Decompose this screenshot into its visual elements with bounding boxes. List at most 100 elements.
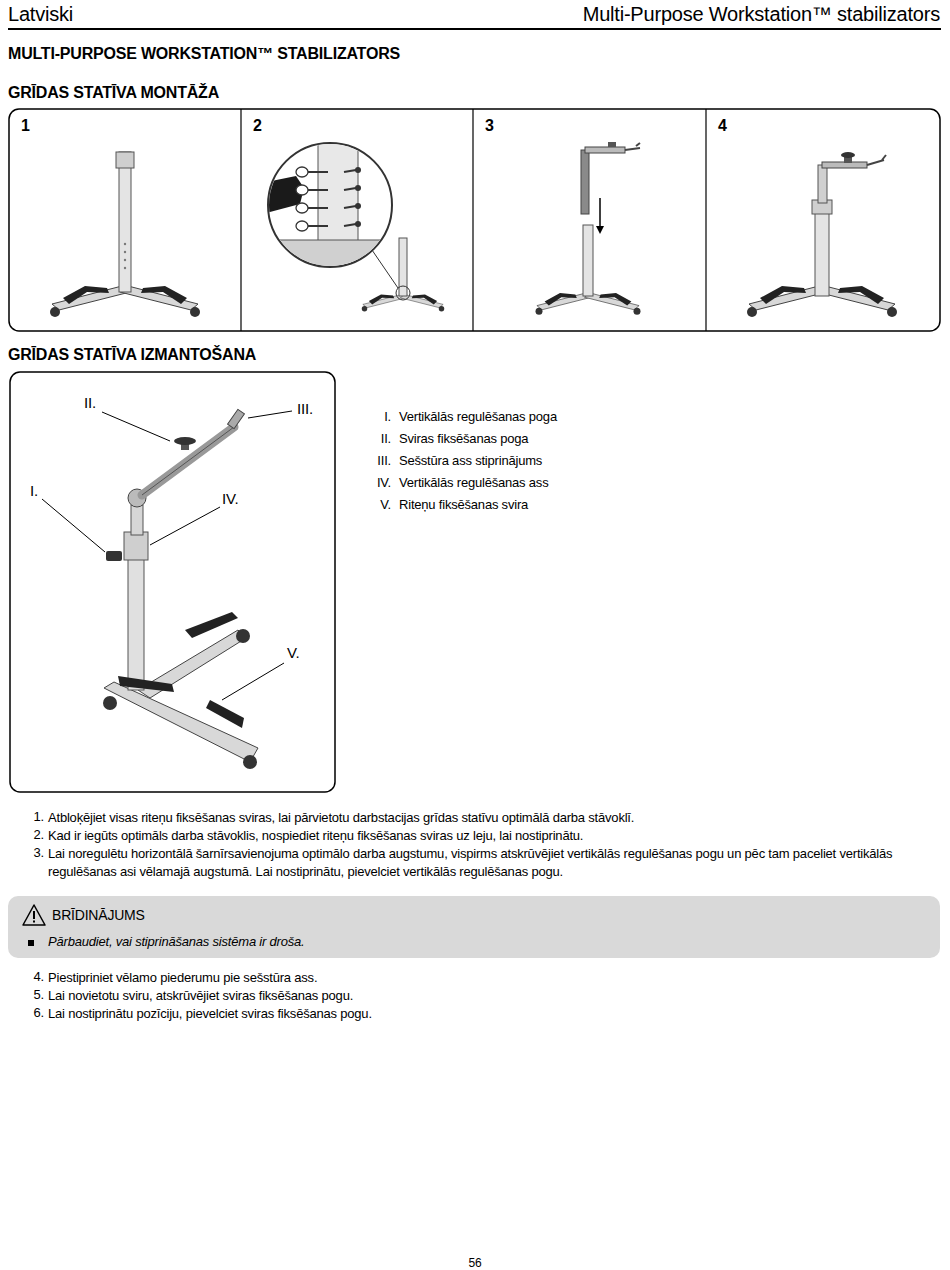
drawing-rect	[33, 911, 35, 919]
step-text: Lai nostiprinātu pozīciju, pievelciet sv…	[48, 1005, 928, 1023]
drawing-rect	[608, 142, 616, 147]
part-name: Vertikālās regulēšanas poga	[399, 409, 557, 426]
part-list-number: I.	[384, 409, 391, 426]
warning-box: BRĪDINĀJUMSPārbaudiet, vai stiprināšanas…	[8, 896, 940, 958]
warning-heading: BRĪDINĀJUMS	[52, 906, 145, 924]
drawing-polygon	[206, 700, 244, 728]
drawing-polygon	[185, 612, 238, 638]
step-text: Piestipriniet vēlamo piederumu pie sešst…	[48, 969, 928, 987]
stand-step-1	[50, 152, 200, 317]
drawing-line	[142, 427, 234, 495]
drawing-circle	[124, 251, 126, 253]
drawing-ellipse	[296, 221, 308, 231]
panel-number: 1	[21, 116, 30, 137]
stand-step-2	[262, 140, 444, 312]
drawing-line	[344, 188, 356, 190]
drawing-rect	[131, 505, 143, 535]
part-name: Sviras fiksēšanas poga	[399, 431, 528, 448]
step-number: 2.	[34, 827, 44, 844]
drawing-line	[372, 250, 398, 288]
drawing-line	[344, 224, 356, 226]
drawing-line	[42, 499, 105, 552]
stand-step-3	[536, 142, 641, 315]
drawing-line	[882, 155, 886, 160]
drawing-rect	[585, 147, 625, 153]
drawing-line	[248, 411, 292, 418]
drawing-rect	[9, 109, 940, 331]
assembly-panel: 1	[9, 109, 241, 331]
assembly-panel: 3	[473, 109, 706, 331]
panel-number: 4	[718, 116, 727, 137]
assembly-frame	[9, 109, 940, 331]
drawing-rect	[124, 532, 148, 560]
drawing-line	[705, 109, 706, 331]
drawing-rect	[116, 152, 134, 168]
drawing-circle	[355, 221, 361, 227]
drawing-line	[636, 143, 640, 146]
drawing-line	[308, 207, 328, 209]
drawing-line	[472, 109, 473, 331]
drawing-rect	[228, 409, 245, 428]
drawing-circle	[355, 203, 361, 209]
leader-lines	[42, 411, 292, 700]
part-list-number: II.	[381, 431, 391, 448]
drawing-circle	[124, 259, 126, 261]
drawing-line	[625, 148, 640, 150]
drawing-polygon	[104, 682, 258, 762]
drawing-g	[355, 167, 361, 227]
part-name: Riteņu fiksēšanas svira	[399, 497, 528, 514]
warning-ground	[8, 896, 940, 958]
part-name: Sešstūra ass stiprinājums	[399, 453, 542, 470]
drawing-g	[296, 167, 308, 231]
drawing-line	[344, 206, 356, 208]
stand-step-4	[747, 152, 897, 317]
step-text: Lai novietotu sviru, atskrūvējiet sviras…	[48, 987, 928, 1005]
callout-number: II.	[84, 393, 96, 413]
bullet	[28, 940, 34, 946]
drawing-rect	[815, 205, 829, 296]
header-rule	[8, 28, 941, 30]
drawing-ellipse	[296, 185, 308, 195]
drawing-ellipse	[296, 203, 308, 213]
drawing-ellipse	[296, 167, 308, 177]
drawing-rect	[106, 551, 122, 561]
warning-icon	[23, 905, 45, 925]
stand-usage	[103, 409, 258, 769]
drawing-ellipse	[174, 437, 196, 445]
drawing-g	[308, 170, 356, 226]
section-heading: GRĪDAS STATĪVA MONTĀŽA	[8, 83, 219, 104]
drawing-line	[308, 225, 328, 227]
drawing-polygon	[118, 676, 174, 692]
drawing-rect	[33, 921, 35, 923]
step-number: 4.	[34, 969, 44, 986]
panel-number: 2	[253, 116, 262, 137]
part-list-number: IV.	[377, 475, 391, 492]
drawing-rect	[581, 150, 589, 214]
drawing-circle	[103, 696, 117, 710]
step-number: 1.	[34, 809, 44, 826]
usage-frame	[10, 372, 335, 792]
drawing-line	[222, 663, 284, 700]
drawing-line	[240, 109, 241, 331]
drawing-circle	[396, 286, 410, 300]
callout-number: IV.	[222, 489, 238, 509]
drawing-rect	[262, 240, 402, 270]
drawing-rect	[583, 225, 593, 296]
drawing-polygon	[23, 905, 45, 925]
page-number: 56	[0, 1256, 950, 1270]
drawing-line	[867, 160, 884, 165]
step-number: 6.	[34, 1005, 44, 1022]
header-language: Latviski	[8, 1, 73, 27]
drawing-circle	[243, 755, 257, 769]
drawing-circle	[355, 185, 361, 191]
step-number: 3.	[34, 845, 44, 862]
step-text: Kad ir iegūts optimāls darba stāvoklis, …	[48, 827, 928, 845]
drawing-line	[308, 171, 328, 173]
drawing-rect	[818, 165, 827, 203]
step-number: 5.	[34, 987, 44, 1004]
drawing-line	[102, 412, 170, 441]
drawing-line	[150, 507, 220, 545]
drawing-rect	[128, 545, 144, 690]
